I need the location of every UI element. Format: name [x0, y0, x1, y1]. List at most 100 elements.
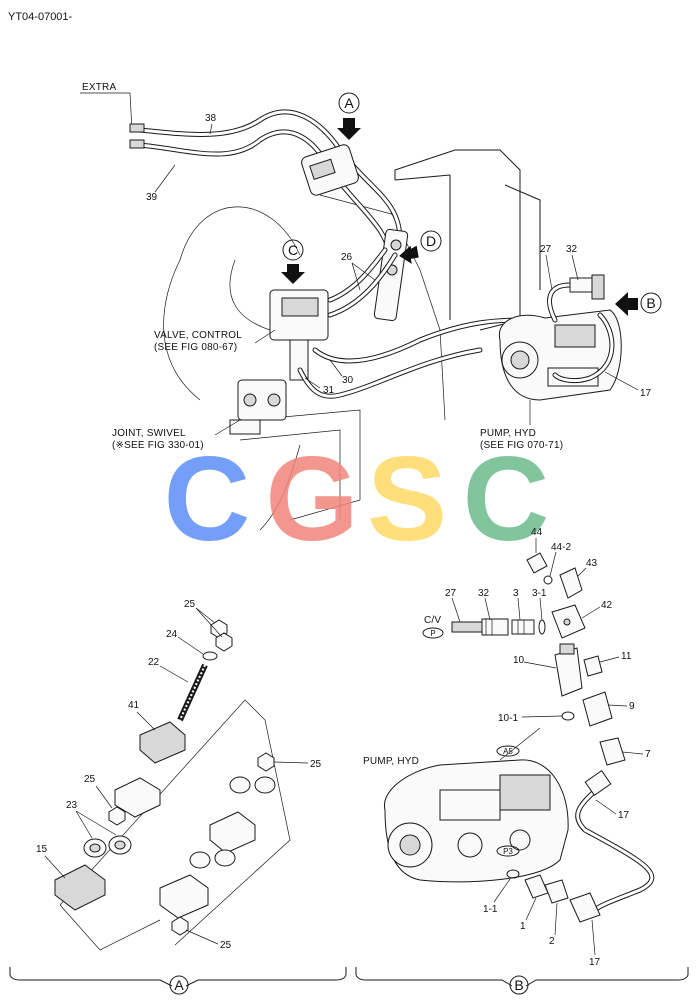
clamp-half-upper-left: [114, 777, 161, 818]
leader-extra: [80, 92, 133, 131]
label-pump-hyd-top-ref: (SEE FIG 070-71): [480, 440, 563, 451]
watermark-letter-4: C: [463, 432, 550, 566]
svg-text:C: C: [288, 242, 298, 258]
clamp-half-mid-right: [209, 811, 256, 854]
callout-a: A: [337, 92, 361, 140]
nut-25-d: [171, 916, 189, 936]
label-valve-control-ref: (SEE FIG 080-67): [154, 342, 237, 353]
part-2: 2: [549, 936, 555, 947]
callout-c: C: [281, 239, 305, 284]
nut-25-c: [257, 752, 275, 772]
label-pump-hyd-bottom: PUMP, HYD: [363, 756, 419, 767]
oring-10-1: [561, 711, 575, 721]
fitting-44: [526, 552, 548, 574]
arrow-b-icon: [615, 292, 638, 316]
part-42: 42: [601, 600, 613, 611]
block-41: [139, 721, 186, 764]
oring-44-2: [543, 575, 553, 585]
part-3-1: 3-1: [532, 588, 547, 599]
bracket-b: [355, 967, 689, 987]
grommet-23-d: [254, 776, 276, 794]
arrow-c-icon: [281, 264, 305, 284]
svg-text:P3: P3: [503, 847, 513, 856]
port-tag-p: [422, 627, 444, 639]
fitting-1: [524, 874, 549, 899]
svg-text:A5: A5: [503, 747, 513, 756]
part-26: 26: [341, 252, 353, 263]
svg-text:B: B: [646, 295, 655, 311]
part-23: 23: [66, 800, 78, 811]
label-pump-hyd-top: PUMP, HYD: [480, 428, 536, 439]
figure-code: YT04-07001-: [8, 11, 73, 23]
watermark: C G S C: [164, 432, 550, 566]
adapter-3: [511, 619, 535, 635]
part-32-b: 32: [478, 588, 490, 599]
part-3: 3: [513, 588, 519, 599]
grommet-23-c: [229, 776, 251, 794]
top-assembly: EXTRA: [80, 82, 662, 531]
elbow-43: [559, 567, 583, 599]
part-25-a: 25: [184, 599, 196, 610]
part-10-1: 10-1: [498, 713, 518, 724]
hose-17-detail: [575, 787, 655, 913]
part-31: 31: [323, 385, 335, 396]
clamp-half-lower-right: [159, 874, 209, 919]
section-label-b: B: [514, 977, 523, 993]
label-joint-swivel: JOINT, SWIVEL: [112, 428, 186, 439]
elbow-9: [582, 691, 613, 727]
hose-27-detail: [451, 621, 483, 633]
part-11: 11: [621, 651, 632, 662]
label-joint-swivel-ref: (※SEE FIG 330-01): [112, 440, 204, 451]
part-10: 10: [513, 655, 525, 666]
part-7: 7: [645, 749, 651, 760]
part-22: 22: [148, 657, 160, 668]
frame-outline: [394, 149, 521, 331]
part-30: 30: [342, 375, 354, 386]
label-cv: C/V: [424, 615, 441, 626]
watermark-letter-1: C: [164, 432, 251, 566]
hose-26b: [327, 247, 388, 303]
grommet-23-e: [189, 851, 211, 869]
grommet-23-f: [214, 849, 236, 867]
detail-b: 44 44-2 43 C/V P 27 32 3 3-1 42: [363, 527, 655, 968]
part-44-2: 44-2: [551, 542, 571, 553]
part-24: 24: [166, 629, 178, 640]
port-tag-p3: [496, 845, 520, 857]
callout-d: D: [399, 230, 442, 264]
part-27-b: 27: [445, 588, 457, 599]
label-extra: EXTRA: [82, 82, 116, 93]
part-17-detail-b: 17: [589, 957, 601, 968]
watermark-letter-3: S: [367, 432, 447, 566]
fitting-38-end: [129, 123, 145, 133]
base-frame: [249, 409, 361, 521]
part-41: 41: [128, 700, 140, 711]
part-9: 9: [629, 701, 635, 712]
arrow-d-icon: [399, 245, 419, 264]
part-44: 44: [531, 527, 543, 538]
detail-a: 25 24 22 41 25 23: [36, 599, 322, 951]
fitting-32-detail: [481, 618, 509, 636]
oring-3-1: [538, 619, 546, 635]
part-25-d: 25: [220, 940, 232, 951]
svg-text:A: A: [344, 95, 354, 111]
svg-text:D: D: [426, 233, 436, 249]
port-tag-a5: [496, 745, 520, 757]
plate-15: [54, 864, 106, 911]
bolt-22: [177, 663, 208, 722]
fitting-7: [599, 737, 626, 766]
label-valve-control: VALVE, CONTROL: [154, 330, 242, 341]
callout-b: B: [615, 292, 662, 316]
swivel-joint: [237, 379, 287, 421]
part-25-c: 25: [310, 759, 322, 770]
part-1-1: 1-1: [483, 904, 498, 915]
part-1: 1: [520, 921, 526, 932]
part-25-b: 25: [84, 774, 96, 785]
section-brackets: A B: [9, 967, 689, 995]
svg-text:P: P: [430, 629, 435, 638]
section-label-a: A: [174, 977, 184, 993]
washer-24: [202, 651, 218, 661]
part-15: 15: [36, 844, 48, 855]
hose-end-17: [569, 892, 601, 923]
plug-11: [583, 655, 603, 677]
valve-10: [554, 647, 583, 697]
